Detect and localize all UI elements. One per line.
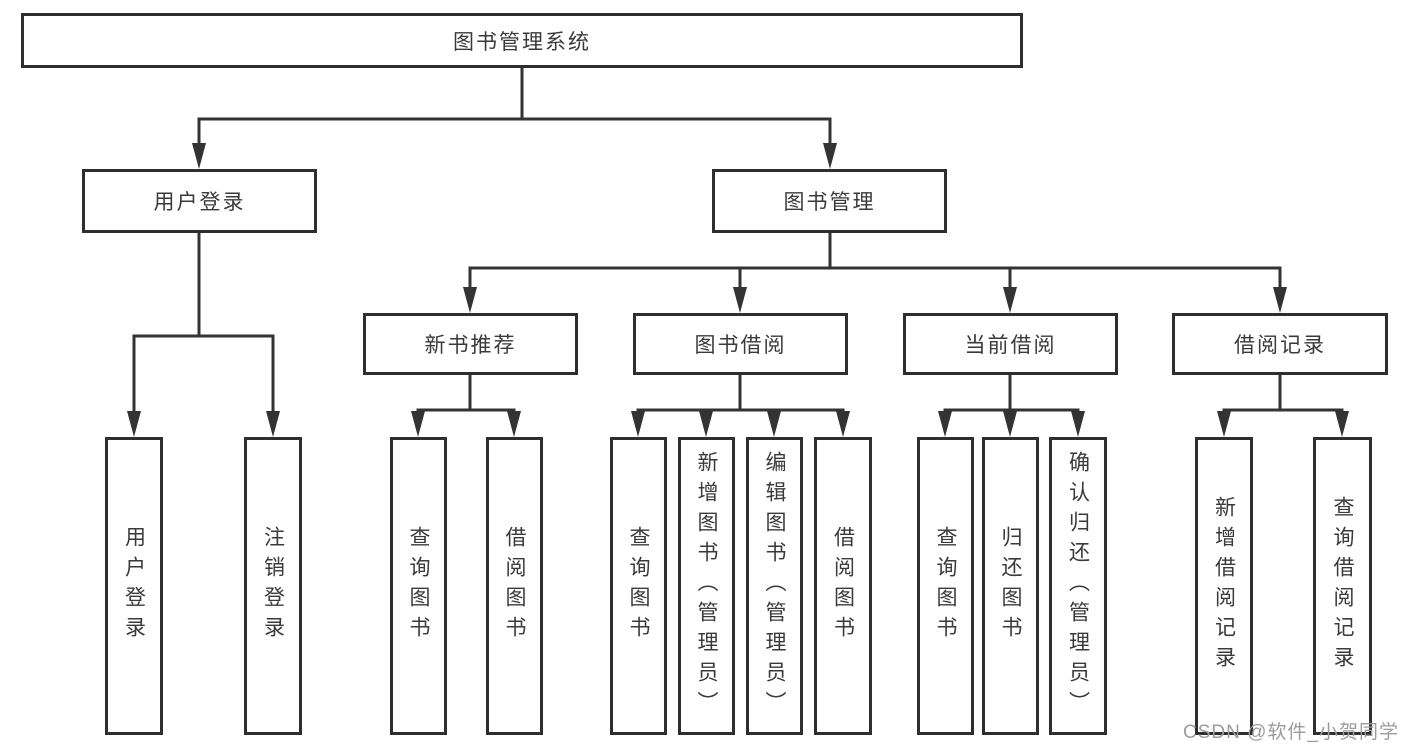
node-current-borrow: 当前借阅 [903, 313, 1118, 375]
leaf-label: 查询图书 [407, 526, 430, 646]
leaf-add-book-admin: 新增图书（管理员） [678, 437, 735, 735]
leaf-edit-book-admin: 编辑图书（管理员） [746, 437, 803, 735]
csdn-watermark: CSDN @软件_小贺同学 [1183, 722, 1399, 743]
leaf-user-login: 用户登录 [105, 437, 163, 735]
leaf-label: 确认归还（管理员） [1066, 451, 1090, 721]
leaf-label: 查询借阅记录 [1331, 496, 1354, 676]
node-new-book-recommend: 新书推荐 [363, 313, 578, 375]
leaf-borrow-books-recommend: 借阅图书 [486, 437, 543, 735]
node-book-borrow: 图书借阅 [633, 313, 848, 375]
node-root: 图书管理系统 [21, 13, 1023, 68]
leaf-label: 编辑图书（管理员） [763, 451, 786, 721]
leaf-return-book: 归还图书 [982, 437, 1039, 735]
leaf-confirm-return-admin: 确认归还（管理员） [1049, 437, 1107, 735]
leaf-query-books-borrow: 查询图书 [610, 437, 667, 735]
leaf-label: 借阅图书 [831, 526, 855, 646]
leaf-query-books-recommend: 查询图书 [390, 437, 447, 735]
leaf-logout: 注销登录 [244, 437, 302, 735]
leaf-label: 新增借阅记录 [1212, 496, 1236, 676]
leaf-query-borrow-record: 查询借阅记录 [1313, 437, 1372, 735]
leaf-query-books-current: 查询图书 [917, 437, 974, 735]
leaf-label: 新增图书（管理员） [695, 451, 718, 721]
leaf-label: 查询图书 [627, 526, 650, 646]
node-user-login: 用户登录 [82, 169, 317, 233]
leaf-borrow-books: 借阅图书 [814, 437, 872, 735]
leaf-label: 归还图书 [999, 526, 1022, 646]
leaf-label: 查询图书 [934, 526, 957, 646]
leaf-label: 用户登录 [122, 526, 146, 646]
node-borrow-records: 借阅记录 [1172, 313, 1388, 375]
leaf-label: 注销登录 [261, 526, 285, 646]
leaf-add-borrow-record: 新增借阅记录 [1195, 437, 1253, 735]
node-book-management: 图书管理 [712, 169, 947, 233]
leaf-label: 借阅图书 [503, 526, 526, 646]
